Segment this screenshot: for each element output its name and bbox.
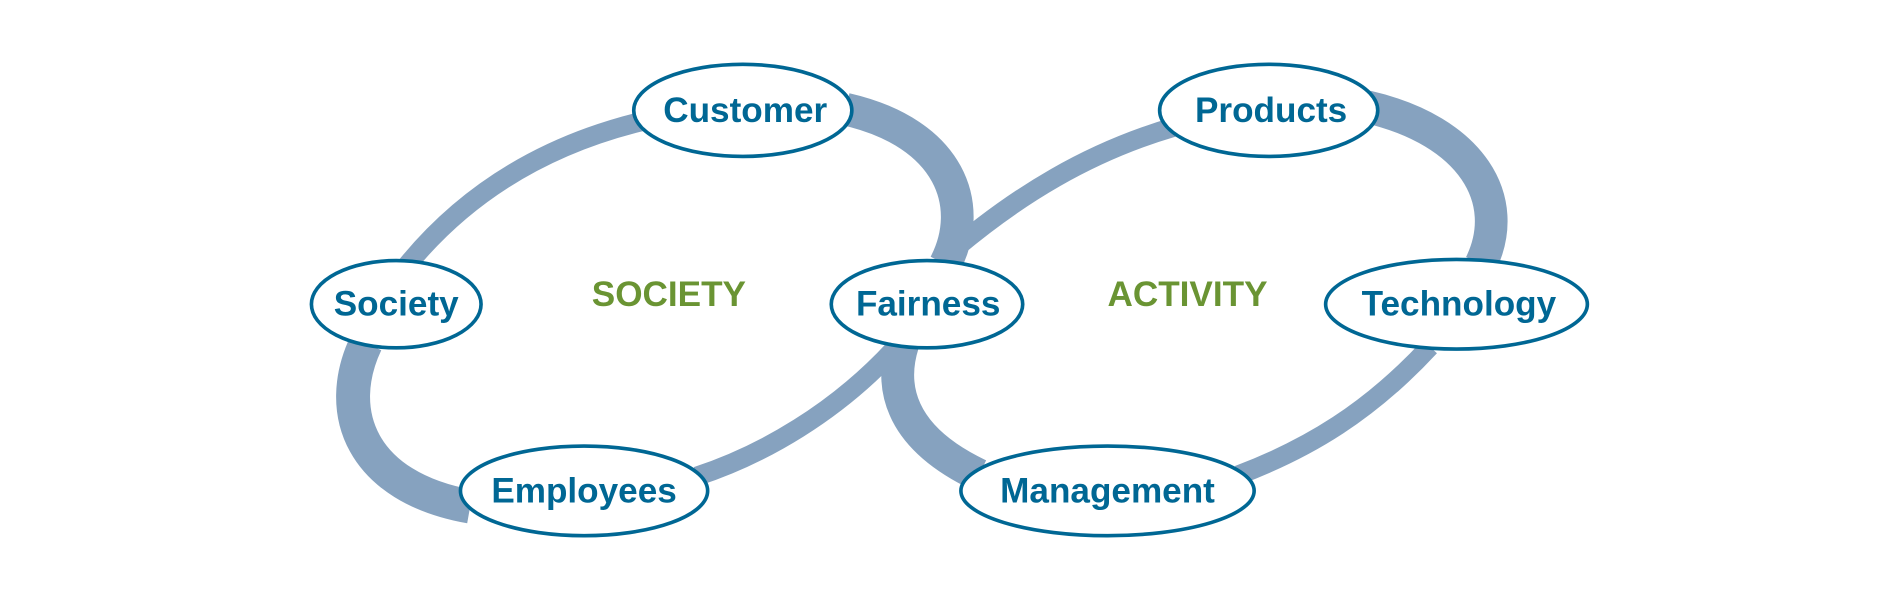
- band-fairness-products: [938, 118, 1176, 265]
- node-society: Society: [309, 258, 483, 350]
- node-label: Products: [1195, 91, 1347, 130]
- node-technology: Technology: [1323, 257, 1590, 351]
- node-label: Employees: [491, 471, 676, 510]
- node-management: Management: [959, 444, 1256, 538]
- band-society-customer: [398, 111, 645, 273]
- node-label: Fairness: [856, 285, 1000, 324]
- node-customer: Customer: [631, 62, 854, 159]
- node-label: Technology: [1362, 285, 1557, 324]
- band-management-fairness: [881, 339, 987, 490]
- area-label-society: SOCIETY: [592, 275, 746, 314]
- band-products-technology: [1362, 90, 1508, 272]
- node-label: Customer: [663, 91, 827, 130]
- node-fairness: Fairness: [829, 258, 1025, 350]
- node-label: Society: [334, 285, 459, 324]
- band-employees-society: [336, 335, 474, 524]
- node-products: Products: [1157, 62, 1380, 159]
- band-technology-management: [1234, 340, 1437, 485]
- band-customer-fairness: [841, 93, 974, 272]
- area-label-activity: ACTIVITY: [1107, 275, 1267, 314]
- right-loop: [881, 90, 1508, 490]
- node-employees: Employees: [458, 444, 710, 538]
- node-label: Management: [1000, 471, 1215, 510]
- band-fairness-employees: [693, 342, 902, 486]
